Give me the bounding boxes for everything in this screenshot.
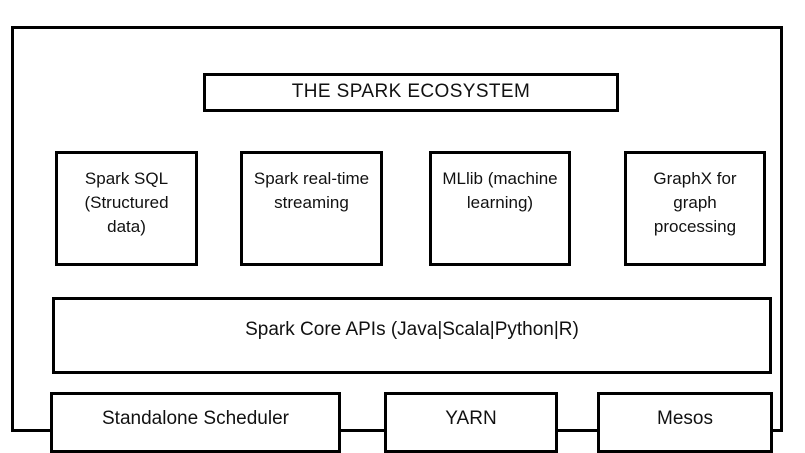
- cluster-manager-box-standalone: Standalone Scheduler: [50, 392, 341, 453]
- component-box-spark-sql: Spark SQL (Structured data): [55, 151, 198, 266]
- diagram-outer-frame: THE SPARK ECOSYSTEM Spark SQL (Structure…: [11, 26, 783, 453]
- cluster-manager-label-standalone: Standalone Scheduler: [102, 408, 289, 429]
- component-box-streaming: Spark real-time streaming: [240, 151, 383, 266]
- cluster-manager-label-mesos: Mesos: [657, 408, 713, 429]
- diagram-title-box: THE SPARK ECOSYSTEM: [203, 73, 619, 112]
- component-label-spark-sql: Spark SQL (Structured data): [84, 169, 169, 237]
- diagram-title-label: THE SPARK ECOSYSTEM: [291, 81, 531, 103]
- cluster-manager-label-yarn: YARN: [445, 408, 497, 429]
- core-apis-label: Spark Core APIs (Java|Scala|Python|R): [245, 319, 579, 340]
- cluster-manager-box-yarn: YARN: [384, 392, 558, 453]
- component-box-graphx: GraphX for graph processing: [624, 151, 766, 266]
- core-apis-box: Spark Core APIs (Java|Scala|Python|R): [52, 297, 772, 374]
- component-label-mllib: MLlib (machine learning): [442, 169, 558, 213]
- component-label-streaming: Spark real-time streaming: [253, 169, 370, 213]
- component-box-mllib: MLlib (machine learning): [429, 151, 571, 266]
- component-label-graphx: GraphX for graph processing: [653, 169, 737, 237]
- cluster-manager-box-mesos: Mesos: [597, 392, 773, 453]
